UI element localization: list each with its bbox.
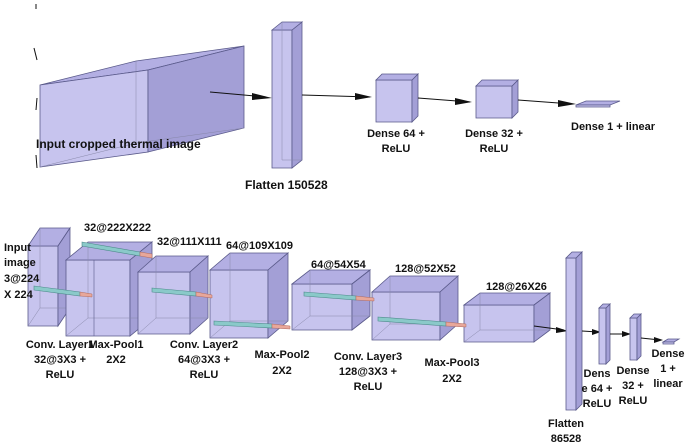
cnn-arrow-dense1-dense2 (610, 331, 631, 337)
top-arrow-dense1-dense2 (417, 97, 472, 105)
cnn-dense1-block (598, 303, 611, 365)
cnn-conv1-label-2: 32@3X3 + (34, 354, 86, 366)
cnn-dense2-block (629, 313, 642, 361)
cnn-dense1-label-1: Dens (584, 368, 611, 380)
top-input-label: Input cropped thermal image (36, 137, 201, 151)
top-dense3-label: Dense 1 + linear (571, 121, 656, 133)
cnn-conv1-label-3: ReLU (46, 369, 75, 381)
cnn-pool3-label-1: Max-Pool3 (424, 357, 479, 369)
cnn-kernel-bar-2 (33, 285, 93, 298)
top-dense1-block (375, 73, 419, 123)
cnn-dense1-label-2: e 64 + (582, 383, 613, 395)
top-dense1-label-2: ReLU (382, 143, 411, 155)
cnn-input-label-3: 3@224 (4, 273, 40, 285)
top-arrow-dense2-dense3 (517, 99, 576, 107)
cnn-conv2-label-1: Conv. Layer2 (170, 339, 238, 351)
cnn-shape-label-4: 64@54X54 (311, 259, 367, 271)
cnn-conv1-output-block (64, 241, 154, 337)
top-input-block (39, 45, 245, 168)
cnn-arrow-dense2-dense3 (640, 337, 663, 343)
cnn-arrow-pool3-flatten (533, 325, 568, 333)
cnn-shape-label-3: 64@109X109 (226, 240, 293, 252)
cnn-dense3-label-3: linear (653, 378, 683, 390)
cnn-dense2-label-3: ReLU (619, 395, 648, 407)
cnn-conv1-label-1: Conv. Layer1 (26, 339, 94, 351)
cnn-flatten-label-2: 86528 (551, 433, 582, 445)
cnn-conv3-label-1: Conv. Layer3 (334, 351, 402, 363)
cnn-input-block (27, 226, 71, 328)
cnn-dense3-label-2: 1 + (660, 363, 676, 375)
cnn-pool3-label-2: 2X2 (442, 373, 462, 385)
cnn-shape-label-1: 32@222X222 (84, 222, 151, 234)
cnn-flatten-block (565, 251, 583, 411)
top-dense1-label-1: Dense 64 + (367, 128, 425, 140)
cnn-conv2-label-3: ReLU (190, 369, 219, 381)
cnn-kernel-bar-4 (213, 320, 291, 330)
top-dense2-block (475, 79, 519, 119)
cnn-dense2-label-1: Dense (616, 365, 649, 377)
top-arrow-flatten-dense1 (301, 93, 372, 100)
cnn-input-label-1: Input (4, 242, 31, 254)
cnn-shape-label-2: 32@111X111 (157, 236, 222, 248)
cnn-shape-label-6: 128@26X26 (486, 281, 547, 293)
cnn-conv2-output-block (208, 252, 290, 339)
cnn-pool1-label-2: 2X2 (106, 354, 126, 366)
cnn-conv3-label-3: ReLU (354, 381, 383, 393)
cnn-input-label-4: X 224 (4, 289, 34, 301)
cnn-arrow-flatten-dense1 (581, 329, 601, 335)
top-flatten-block (270, 21, 304, 169)
cnn-kernel-bar-3 (151, 287, 213, 299)
cnn-dense3-block (661, 338, 681, 345)
cnn-input-label-2: image (4, 257, 36, 269)
top-dense2-label-1: Dense 32 + (465, 128, 523, 140)
cnn-pool2-label-2: 2X2 (272, 365, 292, 377)
cnn-pool3-output-block (462, 292, 552, 343)
cnn-conv3-output-block (370, 275, 460, 341)
cnn-kernel-bar-5 (303, 291, 375, 302)
cnn-shape-label-5: 128@52X52 (395, 263, 456, 275)
cnn-pool1-label-1: Max-Pool1 (88, 339, 143, 351)
cnn-conv2-label-2: 64@3X3 + (178, 354, 230, 366)
cnn-dense2-label-2: 32 + (622, 380, 644, 392)
cnn-flatten-label-1: Flatten (548, 418, 584, 430)
cnn-pool2-label-1: Max-Pool2 (254, 349, 309, 361)
top-arrow-input-flatten (209, 91, 272, 100)
cnn-kernel-bar-6 (377, 316, 467, 328)
top-dense3-block (575, 100, 621, 108)
top-dense2-label-2: ReLU (480, 143, 509, 155)
cnn-kernel-bar-1 (81, 241, 153, 259)
top-flatten-label: Flatten 150528 (245, 178, 328, 192)
cnn-dense1-label-3: ReLU (583, 398, 612, 410)
top-left-markers (33, 4, 38, 169)
cnn-conv3-label-2: 128@3X3 + (339, 366, 397, 378)
cnn-dense3-label-1: Dense (651, 348, 684, 360)
